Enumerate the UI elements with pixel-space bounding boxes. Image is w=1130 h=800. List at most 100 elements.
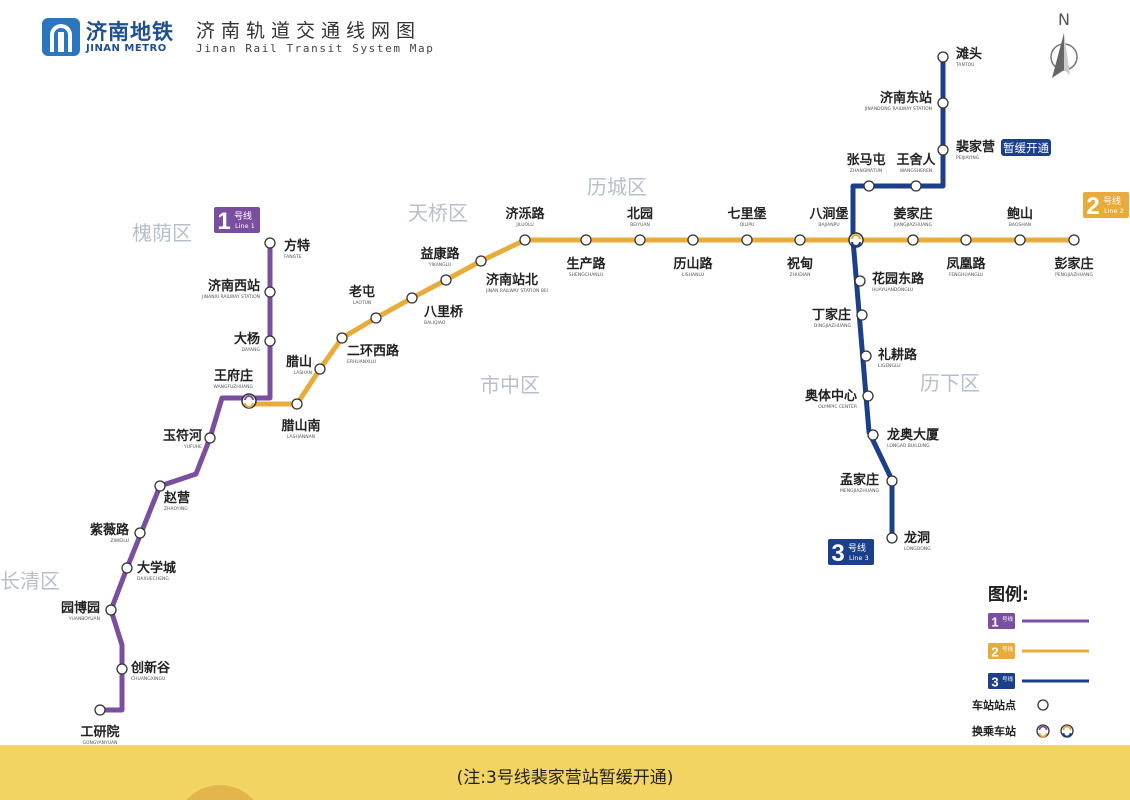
svg-text:号线: 号线 (1002, 675, 1014, 683)
district-label: 槐荫区 (132, 221, 192, 245)
line3-track[interactable] (850, 54, 946, 541)
station-icon (687, 234, 699, 246)
line-label-en: Line 1 (235, 222, 255, 230)
station-icon (634, 234, 646, 246)
legend-station-label: 车站站点 (972, 698, 1016, 712)
line-number: 3 (831, 540, 844, 567)
line-label-en: Line 3 (849, 554, 869, 562)
station-name-en: DAXUECHENG (137, 576, 169, 582)
station-name-cn: 鲍山 (1007, 206, 1033, 222)
line-number: 1 (217, 208, 230, 235)
station-name-en: JIANGJIAZHUANG (893, 222, 933, 228)
line-number: 2 (1086, 193, 1099, 220)
line1-track[interactable] (97, 240, 273, 713)
station-icon (960, 234, 972, 246)
station-name-cn: 七里堡 (727, 206, 766, 222)
station-name-en: CHUANGXINGU (131, 676, 165, 682)
station-icon (1014, 234, 1026, 246)
line2-track[interactable] (246, 237, 1077, 407)
station-name-cn: 益康路 (420, 246, 460, 262)
line-label-cn: 号线 (848, 542, 866, 554)
station-name-en: FENGHUANGLU (949, 272, 983, 278)
station-icon (1068, 234, 1080, 246)
station-name-en: BALIQIAO (424, 320, 446, 326)
station-icon (867, 429, 879, 441)
station-icon (406, 292, 418, 304)
station-name-cn: 园博园 (61, 600, 100, 616)
station-name-en: SHENGCHANLU (569, 272, 603, 278)
station-name-cn: 方特 (284, 238, 310, 254)
station-icon (907, 234, 919, 246)
station-name-en: LASHAN (294, 370, 312, 376)
station-icon (937, 51, 949, 63)
station-name-en: MENGJIAZHUANG (840, 488, 880, 494)
station-name-cn: 花园东路 (872, 271, 925, 287)
station-name-en: LONGAO BUILDING (887, 443, 930, 449)
legend-title: 图例: (988, 584, 1029, 605)
station-name-cn: 张马屯 (846, 152, 885, 168)
station-icon (862, 390, 874, 402)
station-icon (105, 604, 117, 616)
station-name-cn: 裴家营 (955, 139, 995, 155)
district-label: 市中区 (480, 373, 540, 397)
station-icon (937, 144, 949, 156)
svg-text:号线: 号线 (1002, 645, 1014, 653)
station-name-en: YUANBOYUAN (68, 616, 100, 622)
station-icon (580, 234, 592, 246)
legend-transfer-label: 换乘车站 (972, 724, 1016, 738)
svg-text:号线: 号线 (1002, 615, 1014, 623)
station-name-en: WANGFUZHUANG (213, 384, 253, 390)
station-name-cn: 祝甸 (787, 256, 813, 272)
line-label-cn: 号线 (234, 210, 252, 222)
station-icon (1037, 699, 1049, 711)
district-label: 长清区 (0, 569, 60, 593)
